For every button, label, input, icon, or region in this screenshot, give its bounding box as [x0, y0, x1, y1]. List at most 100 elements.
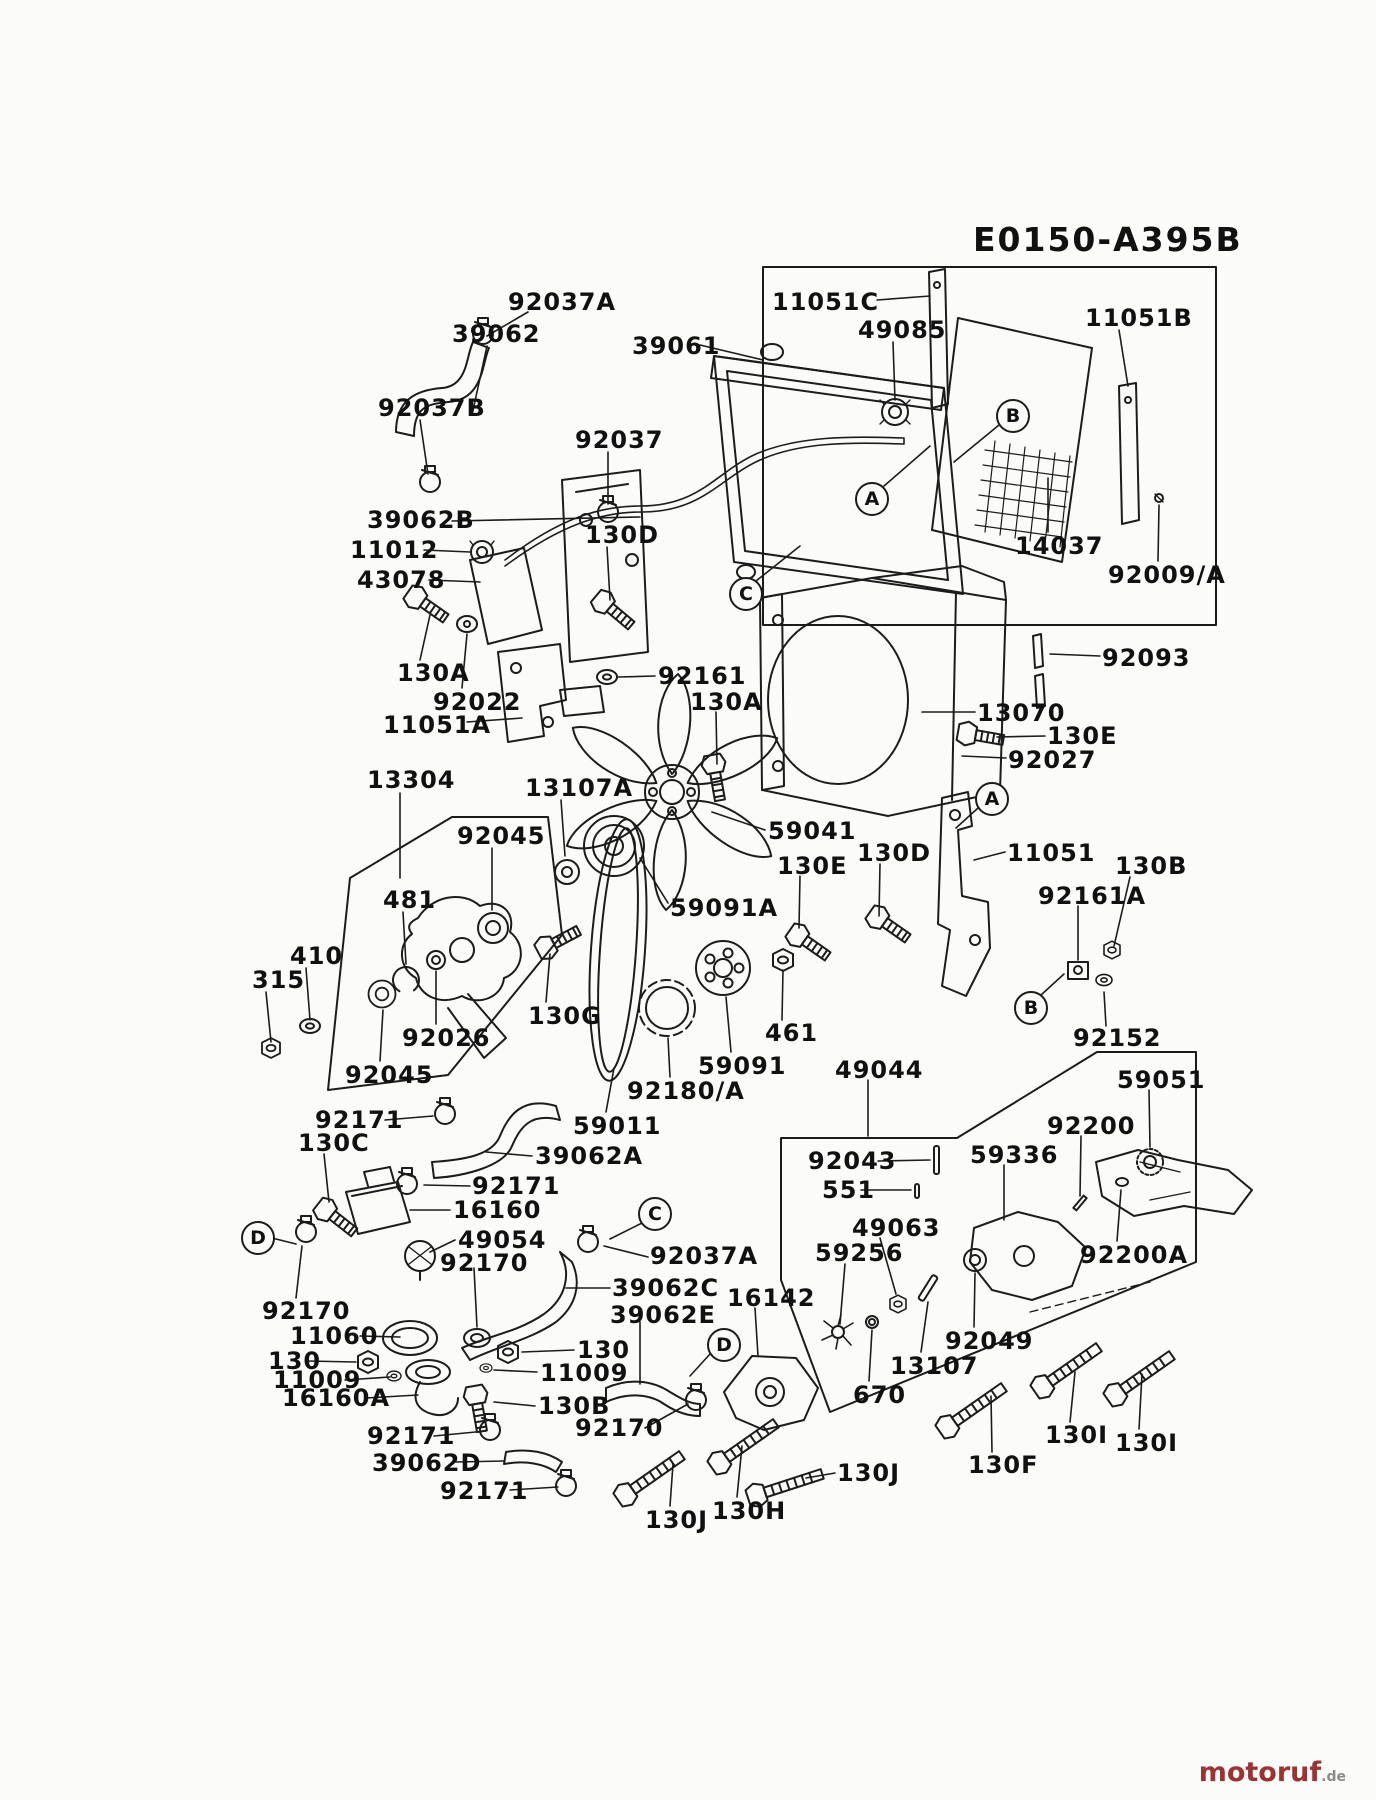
balloon-ref-d: D	[707, 1328, 741, 1362]
part-label-39062b: 39062B	[367, 506, 475, 534]
part-label-92093: 92093	[1102, 644, 1191, 672]
part-label-11060: 11060	[290, 1322, 379, 1350]
part-label-92037b: 92037B	[378, 394, 486, 422]
part-label-39062c: 39062C	[612, 1274, 720, 1302]
part-label-59091a: 59091A	[670, 894, 779, 922]
balloon-ref-a: A	[975, 782, 1009, 816]
part-label-43078: 43078	[357, 566, 446, 594]
part-label-92049: 92049	[945, 1327, 1034, 1355]
part-label-59256: 59256	[815, 1239, 904, 1267]
part-label-11051: 11051	[1007, 839, 1096, 867]
part-label-92170: 92170	[262, 1297, 351, 1325]
part-label-39061: 39061	[632, 332, 721, 360]
part-label-16160: 16160	[453, 1196, 542, 1224]
part-label-92026: 92026	[402, 1024, 491, 1052]
part-label-92200a: 92200A	[1080, 1241, 1189, 1269]
part-label-11051a: 11051A	[383, 711, 492, 739]
part-label-130: 130	[577, 1336, 631, 1364]
part-label-92037: 92037	[575, 426, 664, 454]
part-label-49085: 49085	[858, 316, 947, 344]
part-label-39062a: 39062A	[535, 1142, 644, 1170]
part-label-59336: 59336	[970, 1141, 1059, 1169]
part-label-92045: 92045	[457, 822, 546, 850]
part-label-130e: 130E	[777, 852, 848, 880]
part-label-130c: 130C	[298, 1129, 370, 1157]
part-label-130f: 130F	[968, 1451, 1039, 1479]
part-label-59091: 59091	[698, 1052, 787, 1080]
tensioner-drawing	[963, 1148, 1253, 1313]
part-label-92171: 92171	[367, 1422, 456, 1450]
leader-lines	[265, 295, 1160, 1507]
part-label-92045: 92045	[345, 1061, 434, 1089]
part-label-410: 410	[290, 942, 344, 970]
radiator-drawing	[710, 343, 964, 595]
balloon-ref-c: C	[638, 1197, 672, 1231]
part-label-39062: 39062	[452, 320, 541, 348]
fan-shroud-drawing	[759, 565, 1007, 817]
part-label-130a: 130A	[397, 659, 470, 687]
balloon-ref-a: A	[855, 482, 889, 516]
part-label-92171: 92171	[440, 1477, 529, 1505]
part-label-670: 670	[853, 1381, 907, 1409]
part-label-130j: 130J	[837, 1459, 901, 1487]
part-label-39062e: 39062E	[610, 1301, 716, 1329]
pulley-drawing	[554, 815, 751, 1037]
part-label-49054: 49054	[458, 1226, 547, 1254]
part-label-92180-a: 92180/A	[627, 1077, 745, 1105]
part-label-130b: 130B	[538, 1392, 611, 1420]
part-label-13070: 13070	[977, 699, 1066, 727]
part-label-92161a: 92161A	[1038, 882, 1147, 910]
watermark-brand: motoruf	[1198, 1757, 1322, 1788]
part-label-11051b: 11051B	[1085, 304, 1193, 332]
radiator-side-brackets	[879, 268, 1164, 709]
part-label-92037a: 92037A	[650, 1242, 759, 1270]
part-label-92022: 92022	[433, 688, 522, 716]
part-label-130: 130	[268, 1347, 322, 1375]
part-label-39062d: 39062D	[372, 1449, 482, 1477]
hose-drawings	[395, 341, 905, 1473]
balloon-ref-d: D	[241, 1221, 275, 1255]
part-label-59051: 59051	[1117, 1066, 1206, 1094]
part-label-130b: 130B	[1115, 852, 1188, 880]
part-label-130a: 130A	[690, 688, 763, 716]
part-label-92170: 92170	[575, 1414, 664, 1442]
part-label-130g: 130G	[528, 1002, 602, 1030]
part-label-130h: 130H	[712, 1497, 787, 1525]
part-label-92161: 92161	[658, 662, 747, 690]
part-label-13107a: 13107A	[525, 774, 634, 802]
part-label-130d: 130D	[857, 839, 932, 867]
part-label-92171: 92171	[315, 1106, 404, 1134]
part-label-11012: 11012	[350, 536, 439, 564]
part-label-92043: 92043	[808, 1147, 897, 1175]
balloon-ref-c: C	[729, 577, 763, 611]
part-label-92200: 92200	[1047, 1112, 1136, 1140]
part-label-13107: 13107	[890, 1352, 979, 1380]
part-label-92027: 92027	[1008, 746, 1097, 774]
part-label-92009-a: 92009/A	[1108, 561, 1226, 589]
bracket-drawings	[456, 615, 1089, 997]
part-label-551: 551	[822, 1176, 876, 1204]
part-label-92170: 92170	[440, 1249, 529, 1277]
part-label-11009: 11009	[540, 1359, 629, 1387]
part-label-16160a: 16160A	[282, 1384, 391, 1412]
part-label-11051c: 11051C	[772, 288, 880, 316]
balloon-ref-b: B	[1014, 991, 1048, 1025]
watermark-tld: .de	[1321, 1769, 1346, 1785]
part-label-59041: 59041	[768, 817, 857, 845]
part-label-11009: 11009	[273, 1366, 362, 1394]
part-label-461: 461	[765, 1019, 819, 1047]
part-label-59011: 59011	[573, 1112, 662, 1140]
part-label-92152: 92152	[1073, 1024, 1162, 1052]
part-label-130j: 130J	[645, 1506, 709, 1534]
part-label-49063: 49063	[852, 1214, 941, 1242]
part-label-481: 481	[383, 886, 437, 914]
part-label-130i: 130I	[1115, 1429, 1179, 1457]
belt-drawing	[588, 818, 648, 1082]
diagram-title: E0150-A395B	[973, 220, 1243, 259]
enclosure-boxes	[327, 266, 1217, 1413]
part-label-13304: 13304	[367, 766, 456, 794]
thermostat-drawing	[345, 1166, 491, 1416]
part-label-315: 315	[252, 966, 306, 994]
